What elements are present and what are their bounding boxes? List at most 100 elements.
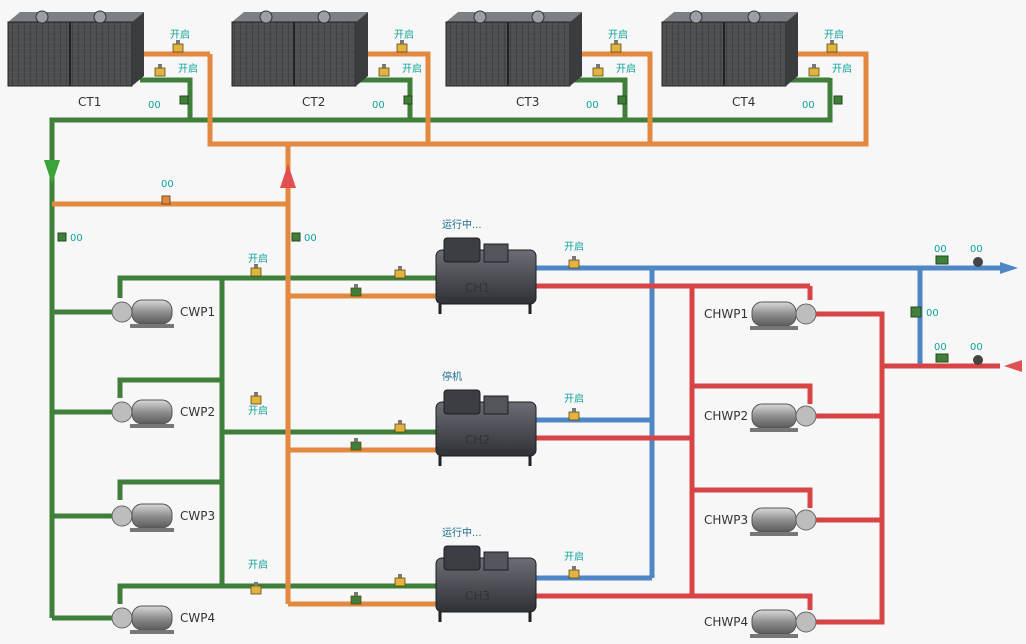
chiller-motor (483, 243, 509, 263)
cw-pump-name: CWP1 (180, 305, 215, 319)
cwp1-out (117, 275, 222, 298)
pump-motor (751, 609, 797, 635)
chiller-cw-in-valve[interactable] (394, 420, 406, 433)
tower-return-valve[interactable] (172, 40, 184, 53)
cwp4-out (117, 583, 222, 604)
chw-out-flow-meter[interactable] (935, 255, 949, 265)
chw-bypass-valve[interactable] (910, 306, 922, 318)
chiller-motor (483, 551, 509, 571)
tower-supply-valve-status: 开启 (832, 62, 852, 75)
cw-pump-1[interactable]: CWP1 (111, 264, 262, 328)
tower-return-valve-status: 开启 (170, 28, 190, 41)
tower-side (356, 12, 368, 86)
tower-flow-sensor[interactable] (833, 95, 843, 105)
chw-pump-4[interactable]: CHWP4 (704, 609, 817, 638)
chw-outlet-valve-status: 开启 (564, 240, 584, 253)
chw-in-flow-meter[interactable] (935, 353, 949, 363)
pump-volute (795, 405, 817, 427)
cw-pump-name: CWP3 (180, 509, 215, 523)
pump-motor (131, 399, 173, 425)
chiller-1[interactable]: 运行中...CH1 (350, 218, 537, 314)
cwp3-out (117, 479, 222, 500)
cw-pump-4[interactable]: CWP4 (111, 582, 262, 634)
tower-return-valve[interactable] (826, 40, 838, 53)
chw-outlet-valve-2[interactable] (568, 408, 580, 421)
tower-roof (662, 12, 798, 22)
chw-pump-3[interactable]: CHWP3 (704, 507, 817, 536)
tower-supply-valve[interactable] (808, 64, 820, 77)
cw-pump-2[interactable]: CWP2 (111, 392, 262, 428)
supply-sensor[interactable] (291, 232, 301, 242)
bypass-value: 00 (161, 179, 174, 190)
cooling-tower-name: CT3 (516, 95, 539, 109)
chiller-3[interactable]: 运行中...CH3 (350, 526, 537, 622)
chiller-cw-out-valve[interactable] (350, 592, 362, 605)
chiller-compressor (443, 237, 481, 263)
tower-supply-valve-status: 开启 (178, 62, 198, 75)
supply-sensor-value: 00 (304, 233, 317, 244)
chiller-name: CH1 (465, 281, 490, 295)
cw-pump-valve[interactable] (250, 264, 262, 277)
cw-pump-valve[interactable] (250, 392, 262, 405)
chw-pump-1[interactable]: CHWP1 (704, 301, 817, 330)
chw-out-temp-sensor[interactable] (973, 257, 983, 267)
chw-in-temp: 00 (970, 342, 983, 353)
chiller-status: 运行中... (442, 526, 482, 539)
pump-base (750, 634, 798, 638)
chiller-cw-out-valve[interactable] (350, 284, 362, 297)
tower-flow-sensor[interactable] (403, 95, 413, 105)
pump-motor (751, 301, 797, 327)
tower-return-valve-status: 开启 (394, 28, 414, 41)
ct1-supply-branch (140, 77, 193, 120)
tower-roof (232, 12, 368, 22)
return-sensor-value: 00 (70, 233, 83, 244)
cw-pump-valve[interactable] (250, 582, 262, 595)
chiller-cw-in-valve[interactable] (394, 574, 406, 587)
tower-flow-value: 00 (372, 100, 385, 111)
chiller-motor (483, 395, 509, 415)
chw-outlet-valve-1[interactable] (568, 256, 580, 269)
fan-icon (35, 10, 49, 24)
pump-base (130, 324, 174, 328)
fan-icon (259, 10, 273, 24)
tower-flow-sensor[interactable] (617, 95, 627, 105)
cw-pump-name: CWP4 (180, 611, 215, 625)
cw-return-header (207, 51, 869, 147)
tower-return-valve[interactable] (610, 40, 622, 53)
chw-pump-2[interactable]: CHWP2 (704, 403, 817, 432)
chw-outlet-valve-3[interactable] (568, 566, 580, 579)
tower-supply-valve[interactable] (592, 64, 604, 77)
tower-supply-valve[interactable] (154, 64, 166, 77)
chw-in-flow: 00 (934, 342, 947, 353)
return-sensor[interactable] (57, 232, 67, 242)
pump-motor (131, 299, 173, 325)
ct2-supply-branch (358, 77, 413, 120)
chiller-compressor (443, 545, 481, 571)
chwp2-branch (692, 383, 813, 404)
pump-base (750, 428, 798, 432)
pump-volute (111, 301, 133, 323)
tower-side (570, 12, 582, 86)
fan-icon (689, 10, 703, 24)
bypass-valve[interactable] (161, 195, 171, 205)
tower-supply-valve[interactable] (378, 64, 390, 77)
chiller-cw-out-valve[interactable] (350, 438, 362, 451)
fan-icon (317, 10, 331, 24)
chiller-cw-in-valve[interactable] (394, 266, 406, 279)
tower-return-valve[interactable] (396, 40, 408, 53)
cw-pump-3[interactable]: CWP3 (111, 503, 215, 532)
chw-in-temp-sensor[interactable] (973, 355, 983, 365)
pump-volute (111, 401, 133, 423)
tower-flow-sensor[interactable] (179, 95, 189, 105)
ct3-supply-branch (572, 77, 628, 120)
pump-volute (111, 607, 133, 629)
